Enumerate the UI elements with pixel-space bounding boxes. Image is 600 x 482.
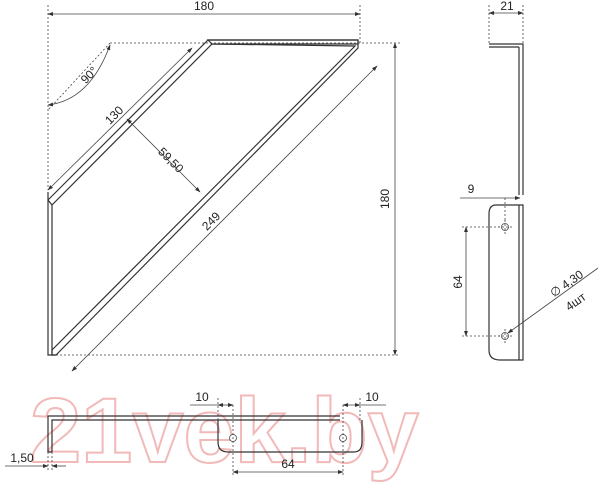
hole-count: 4шт — [563, 289, 589, 313]
side-profile-top — [489, 43, 524, 195]
diagonal-dimension: 249 — [199, 209, 223, 233]
right-ten-dimension: 10 — [365, 390, 379, 404]
hole-lower — [501, 332, 509, 340]
left-ten-dimension: 10 — [195, 390, 209, 404]
plate-outline — [217, 420, 363, 453]
side-view: 21 9 64 ∅ 4,30 4шт — [451, 0, 599, 361]
depth-dimension: 21 — [500, 0, 514, 13]
arm-dimension: 130 — [102, 103, 126, 127]
offset-dimension: 59,50 — [155, 145, 186, 176]
angle-dimension: 90° — [78, 64, 101, 87]
bottom-spacing-dimension: 64 — [281, 457, 295, 471]
hole-leader — [507, 267, 599, 334]
edge-dimension: 9 — [468, 182, 475, 196]
width-dimension: 180 — [194, 0, 214, 13]
hole-spacing-dimension: 64 — [451, 275, 465, 289]
bottom-view: 10 10 64 1,50 — [5, 390, 386, 475]
thickness-dimension: 1,50 — [10, 451, 34, 465]
height-dimension: 180 — [378, 189, 392, 209]
diagonal-dimension-line — [71, 65, 378, 372]
strip-outline — [47, 415, 340, 452]
watermark: 21vek.by — [30, 380, 419, 482]
hole-upper — [501, 223, 509, 231]
side-plate — [488, 204, 524, 361]
main-view: 180 180 90° 130 59,50 249 — [47, 0, 400, 372]
bracket-outline — [47, 39, 359, 356]
